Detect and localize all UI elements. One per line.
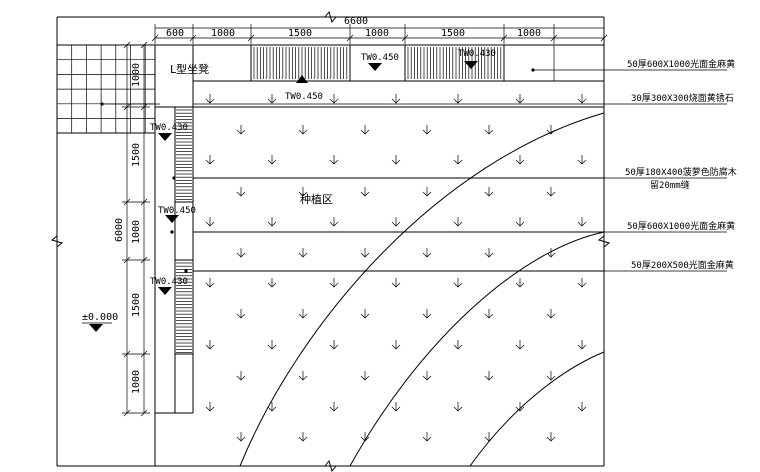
level-triangle-down-icon [165,215,179,223]
top-dim-seg-6: 1000 [517,28,541,39]
callout-strip-paving: 50厚200X500光面金麻黄 [631,259,734,271]
top-dimension: 6600 600 1000 1500 1000 1500 1000 [151,16,608,44]
callout-top-paving: 50厚600X1000光面金麻黄 [627,58,735,70]
material-callouts: 50厚600X1000光面金麻黄 30厚300X300烧面黄锈石 50厚180X… [625,58,737,271]
left-dim-seg-4: 1500 [131,293,142,317]
left-deck-band [154,106,194,466]
stone-paving-grid [56,44,156,134]
top-dim-seg-2: 1000 [211,28,235,39]
seat-label: L型坐凳 [170,62,209,76]
tw-level-top-right: TW0.430 [458,49,496,59]
tw-level-top-upper: TW0.450 [285,92,323,102]
ground-level-label: ±0.000 [82,312,118,323]
paving-joint-lines [193,177,604,272]
left-dimension: 6000 1000 1500 1000 1500 1000 [114,41,150,417]
callout-mid-paving: 50厚600X1000光面金麻黄 [627,220,735,232]
level-triangle-down-icon [368,63,382,71]
left-total-dimension: 6000 [114,218,125,242]
callout-timber-gap: 留20mm缝 [650,179,690,191]
planting-area-label: 种植区 [300,192,333,206]
planting-curves [239,112,605,467]
level-markers: TW0.450 TW0.450 TW0.430 TW0.430 TW0.450 … [82,49,496,332]
planting-hatch [205,94,587,442]
top-dim-seg-1: 600 [166,28,184,39]
top-total-dimension: 6600 [344,16,368,27]
tw-level-left-mid: TW0.450 [158,206,196,216]
level-triangle-down-icon [464,61,478,69]
level-triangle-down-icon [158,287,172,295]
callout-leaders [102,69,727,272]
callout-grid-paving: 30厚300X300烧面黄锈石 [631,92,734,104]
callout-timber-deck: 50厚180X400菠萝色防腐木 [625,166,737,178]
left-dim-seg-2: 1500 [131,143,142,167]
top-dim-seg-5: 1500 [441,28,465,39]
top-dim-seg-3: 1500 [288,28,312,39]
tw-level-top-lower: TW0.450 [361,53,399,63]
tw-level-left-lower: TW0.430 [150,277,188,287]
top-dim-seg-4: 1000 [365,28,389,39]
tw-level-left-upper: TW0.430 [150,123,188,133]
left-dim-seg-5: 1000 [131,370,142,394]
level-triangle-down-icon [89,324,103,332]
level-triangle-up-icon [296,75,308,83]
top-deck-band [154,44,604,108]
level-triangle-down-icon [158,133,172,141]
left-dim-seg-1: 1000 [131,63,142,87]
left-dim-seg-3: 1000 [131,220,142,244]
